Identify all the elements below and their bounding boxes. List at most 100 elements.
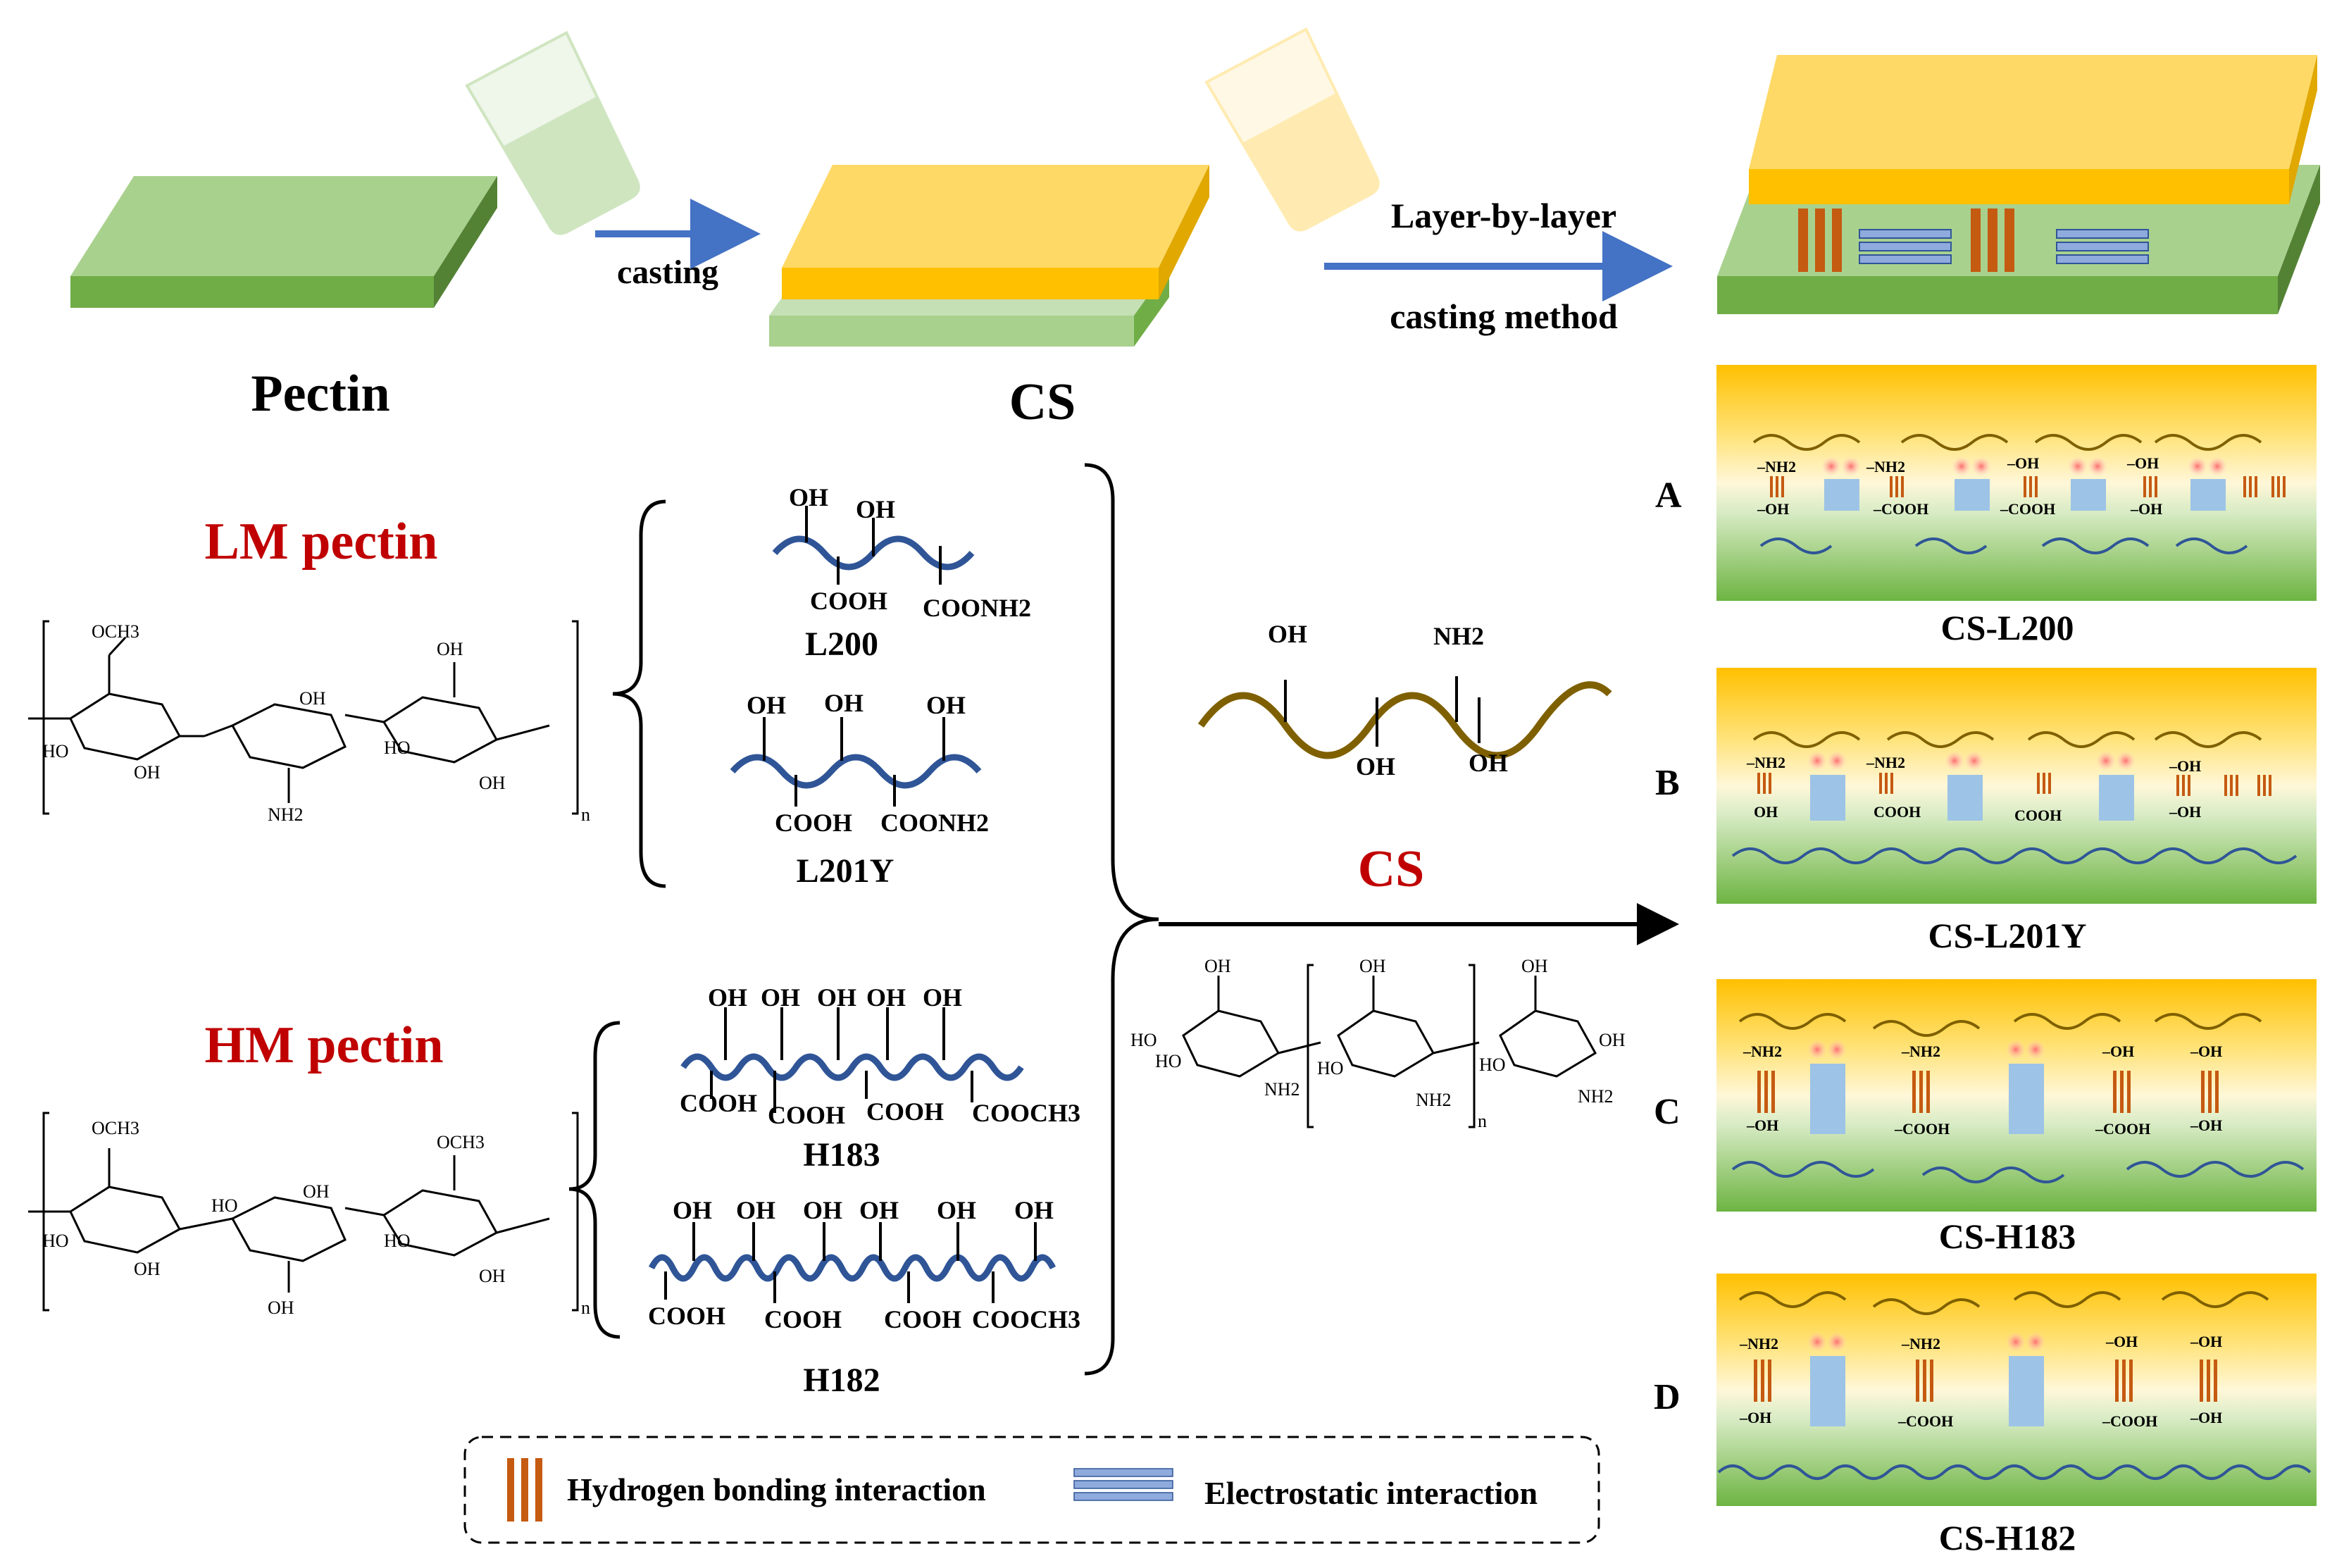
svg-text:OH: OH: [1469, 749, 1508, 777]
svg-text:NH2: NH2: [1264, 1079, 1300, 1100]
svg-text:–NH2: –NH2: [1739, 1335, 1778, 1352]
svg-text:–COOH: –COOH: [1894, 1120, 1950, 1138]
svg-text:COOCH3: COOCH3: [972, 1305, 1080, 1333]
beaker-icon-yellow: [1204, 27, 1380, 232]
svg-text:COONH2: COONH2: [923, 594, 1031, 622]
svg-text:–OH: –OH: [2102, 1043, 2134, 1060]
panel-a: –NH2 –NH2 –OH –OH –OH –COOH –COOH –OH A …: [1655, 365, 2317, 647]
panel-a-caption: CS-L200: [1941, 608, 2074, 647]
svg-text:COOH: COOH: [866, 1097, 944, 1126]
svg-text:OH: OH: [673, 1196, 712, 1224]
merge-brace: [1084, 463, 1159, 1376]
svg-text:OH: OH: [1204, 956, 1231, 976]
svg-text:COOH: COOH: [680, 1089, 757, 1117]
svg-text:–COOH: –COOH: [2095, 1120, 2150, 1138]
electrostatic-legend-icon: [1073, 1468, 1173, 1501]
svg-text:NH2: NH2: [1416, 1090, 1452, 1110]
svg-text:–OH: –OH: [1739, 1409, 1771, 1426]
panel-c-caption: CS-H183: [1939, 1217, 2076, 1256]
svg-text:NH2: NH2: [1578, 1086, 1614, 1107]
svg-text:HO: HO: [42, 1231, 69, 1251]
panel-b-caption: CS-L201Y: [1928, 916, 2086, 955]
svg-text:HO: HO: [384, 1231, 411, 1251]
beaker-icon-green: [465, 30, 640, 235]
cs-pectin-bilayer: [769, 165, 1209, 347]
h182-chain: OH OH OH OH OH OH COOH COOH COOH COOCH3 …: [648, 1196, 1080, 1399]
panel-a-letter: A: [1655, 475, 1682, 516]
svg-text:OH: OH: [1754, 803, 1778, 821]
svg-text:–OH: –OH: [2190, 1043, 2222, 1060]
svg-text:–OH: –OH: [2169, 803, 2201, 821]
svg-text:–OH: –OH: [2105, 1333, 2138, 1350]
svg-text:OH: OH: [736, 1196, 775, 1224]
panel-d-caption: CS-H182: [1939, 1518, 2076, 1557]
svg-text:–OH: –OH: [2190, 1333, 2222, 1350]
panel-b: –NH2 –NH2 –OH OH COOH COOH –OH B CS-L201…: [1655, 668, 2317, 955]
svg-text:–COOH: –COOH: [2000, 500, 2055, 518]
svg-text:COOH: COOH: [764, 1305, 842, 1333]
svg-text:HO: HO: [1317, 1058, 1344, 1078]
svg-text:HO: HO: [211, 1195, 238, 1216]
svg-text:HO: HO: [1130, 1030, 1157, 1050]
svg-text:–NH2: –NH2: [1746, 754, 1785, 771]
svg-text:COOH: COOH: [810, 587, 887, 615]
svg-text:HO: HO: [384, 738, 411, 758]
svg-text:COOH: COOH: [2014, 807, 2062, 824]
lbl-label-1: Layer-by-layer: [1391, 196, 1616, 235]
svg-text:–NH2: –NH2: [1866, 458, 1905, 475]
svg-text:OH: OH: [1356, 752, 1395, 780]
panel-d-letter: D: [1654, 1377, 1681, 1417]
hm-pectin-atoms: OCH3 HO OH HO OH OH OCH3 HO OH n: [42, 1118, 590, 1318]
svg-text:COOH: COOH: [884, 1305, 961, 1333]
pectin-label: Pectin: [251, 365, 389, 423]
svg-text:OH: OH: [1359, 956, 1386, 976]
svg-text:OH: OH: [1014, 1196, 1054, 1224]
svg-text:OH: OH: [866, 983, 906, 1012]
svg-text:–NH2: –NH2: [1743, 1043, 1782, 1060]
svg-text:OH: OH: [708, 983, 747, 1012]
svg-text:COOH: COOH: [648, 1302, 725, 1330]
svg-text:–OH: –OH: [2126, 454, 2159, 472]
h183-label: H183: [803, 1136, 880, 1174]
h183-chain: OH OH OH OH OH COOH COOH COOH COOCH3 H18…: [680, 983, 1080, 1174]
svg-text:OH: OH: [937, 1196, 976, 1224]
svg-text:n: n: [581, 1298, 590, 1318]
svg-text:–OH: –OH: [2190, 1409, 2222, 1426]
svg-text:HO: HO: [1479, 1054, 1506, 1075]
pectin-film: [70, 176, 497, 308]
panel-c-letter: C: [1654, 1092, 1681, 1132]
svg-text:–OH: –OH: [2007, 454, 2039, 472]
svg-text:OH: OH: [747, 691, 786, 719]
svg-text:–OH: –OH: [1746, 1116, 1778, 1134]
svg-text:OH: OH: [761, 983, 800, 1012]
svg-text:OH: OH: [1268, 620, 1307, 648]
svg-text:–NH2: –NH2: [1901, 1335, 1940, 1352]
svg-text:NH2: NH2: [268, 804, 304, 825]
lm-brace: [612, 499, 666, 888]
svg-text:COOCH3: COOCH3: [972, 1099, 1080, 1127]
svg-text:OCH3: OCH3: [437, 1132, 485, 1152]
l201y-chain: OH OH OH COOH COONH2 L201Y: [730, 689, 989, 890]
cs-label-top: CS: [1009, 373, 1076, 431]
svg-text:OH: OH: [803, 1196, 842, 1224]
svg-text:OH: OH: [268, 1298, 294, 1318]
svg-text:COOH: COOH: [1874, 803, 1921, 821]
hm-pectin-label: HM pectin: [204, 1016, 443, 1074]
l201y-label: L201Y: [797, 852, 895, 890]
lm-pectin-atoms: OCH3 HO OH OH NH2 OH HO OH n: [42, 621, 590, 825]
svg-text:n: n: [1478, 1111, 1487, 1131]
svg-text:–OH: –OH: [2169, 757, 2201, 775]
svg-text:OH: OH: [299, 688, 326, 709]
lm-pectin-structure: [28, 620, 579, 815]
svg-text:OH: OH: [437, 639, 463, 659]
svg-text:OH: OH: [824, 689, 864, 717]
lbl-label-2: casting method: [1390, 297, 1618, 336]
svg-text:COONH2: COONH2: [880, 809, 989, 837]
hbond-legend-icon: [507, 1458, 542, 1522]
cs-structure-atoms: OH HO HO NH2 OH HO NH2 n OH HO OH NH2: [1130, 956, 1626, 1131]
svg-text:COOH: COOH: [768, 1101, 845, 1129]
svg-text:OH: OH: [479, 1266, 506, 1286]
lm-pectin-label: LM pectin: [205, 513, 438, 571]
svg-text:OH: OH: [817, 983, 856, 1012]
